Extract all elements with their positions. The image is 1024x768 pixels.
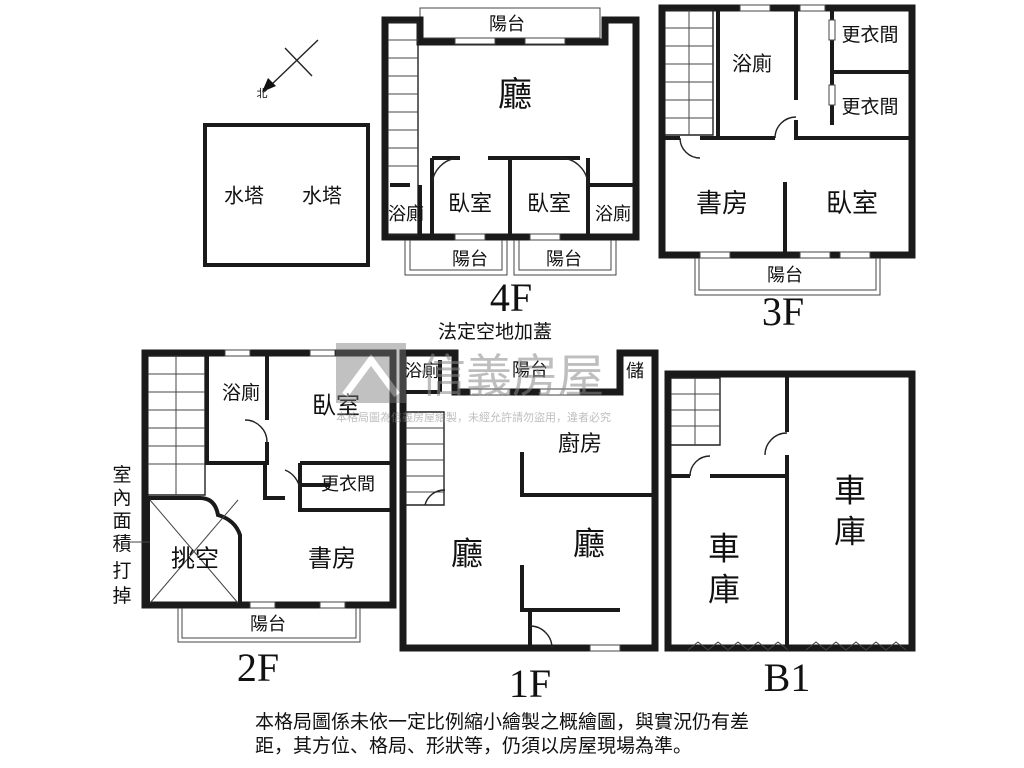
floor-1f-plan: 法定空地加蓋 浴廁 陽台 儲 廚房 廳 廳 1F (399, 321, 659, 706)
room-4f-bedroom-1: 臥室 (448, 192, 492, 217)
room-1f-living-1: 廳 (451, 535, 483, 573)
room-3f-closet-2: 更衣間 (841, 96, 898, 118)
floor-3f-plan: 浴廁 更衣間 更衣間 書房 臥室 陽台 3F (658, 4, 916, 334)
room-4f-bath-1: 浴廁 (388, 203, 424, 225)
room-3f-study: 書房 (696, 189, 748, 219)
room-2f-study: 書房 (308, 545, 356, 573)
side-note-char-1: 室 (112, 464, 131, 486)
room-water-tank-1: 水塔 (224, 184, 264, 208)
room-1f-kitchen: 廚房 (558, 432, 602, 457)
room-2f-closet: 更衣間 (321, 474, 375, 495)
room-1f-bath: 浴廁 (405, 361, 439, 382)
room-2f-bedroom: 臥室 (312, 392, 360, 420)
floor-label-3f: 3F (762, 289, 804, 334)
room-1f-living-2: 廳 (573, 525, 605, 563)
room-2f-balcony: 陽台 (250, 614, 286, 635)
room-4f-living: 廳 (498, 75, 532, 115)
room-b1-garage-1-char-1: 車 (708, 530, 740, 568)
side-note-char-6: 掉 (112, 585, 131, 607)
watermark-logo-icon (336, 343, 406, 403)
watermark-subtitle: 本格局圖為信義房屋繪製，未經允許請勿盜用，違者必究 (336, 410, 611, 424)
room-water-tank-2: 水塔 (302, 184, 342, 208)
room-b1-garage-2-char-2: 庫 (834, 513, 866, 551)
floor-label-2f: 2F (237, 645, 279, 690)
side-note-char-4: 積 (112, 533, 131, 555)
room-3f-bath: 浴廁 (732, 52, 772, 76)
side-note-char-2: 內 (112, 487, 131, 509)
room-4f-balcony-right: 陽台 (546, 249, 582, 270)
floor-4f-plan: 陽台 廳 臥室 臥室 浴廁 浴廁 陽台 陽台 4F (381, 7, 640, 320)
room-b1-garage-1-char-2: 庫 (708, 571, 740, 609)
room-2f-bath: 浴廁 (222, 381, 260, 404)
room-1f-balcony: 陽台 (512, 360, 548, 381)
side-note-char-5: 打 (112, 560, 131, 582)
roof-plan: 水塔 水塔 (203, 123, 370, 267)
room-4f-bedroom-2: 臥室 (527, 192, 571, 217)
room-3f-balcony: 陽台 (767, 265, 803, 286)
floor-label-4f: 4F (490, 275, 532, 320)
side-note-char-3: 面 (112, 510, 131, 532)
room-2f-void: 挑空 (171, 545, 219, 573)
room-4f-bath-2: 浴廁 (595, 203, 631, 225)
north-arrow-icon: 北 (257, 39, 319, 100)
room-3f-closet-1: 更衣間 (841, 24, 898, 46)
watermark-brand: 信義房屋 (420, 349, 604, 403)
room-b1-garage-2-char-1: 車 (834, 472, 866, 510)
floor-label-1f: 1F (509, 661, 551, 706)
room-3f-bedroom: 臥室 (826, 189, 878, 219)
watermark: 信義房屋 本格局圖為信義房屋繪製，未經允許請勿盜用，違者必究 (336, 343, 611, 424)
floor-2f-plan: 浴廁 臥室 更衣間 挑空 書房 陽台 室 內 面 積 打 掉 2F (112, 349, 397, 690)
floor-label-b1: B1 (764, 655, 811, 700)
disclaimer-line-2: 距，其方位、格局、形狀等，仍須以房屋現場為準。 (255, 735, 692, 757)
disclaimer-line-1: 本格局圖係未依一定比例縮小繪製之概繪圖，與實況仍有差 (255, 711, 749, 733)
svg-text:北: 北 (257, 87, 268, 100)
note-1f-legal-open-space: 法定空地加蓋 (438, 321, 552, 343)
room-4f-balcony-top: 陽台 (489, 14, 525, 35)
floor-b1-plan: 車 庫 車 庫 B1 (664, 370, 916, 700)
room-4f-balcony-left: 陽台 (452, 249, 488, 270)
room-1f-storage: 儲 (626, 361, 644, 382)
